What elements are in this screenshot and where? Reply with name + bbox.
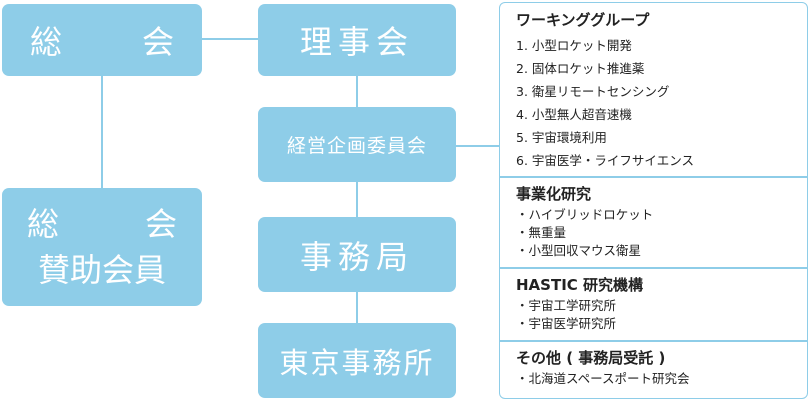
section-divider bbox=[500, 267, 807, 269]
connector-keiei-jimu bbox=[356, 182, 358, 217]
list-item: 5. 宇宙環境利用 bbox=[516, 130, 607, 145]
working-group-section: ワーキンググループ 1. 小型ロケット開発 2. 固体ロケット推進薬 3. 衛星… bbox=[500, 10, 807, 172]
secretariat-box: 事務局 bbox=[258, 217, 456, 292]
supporting-members-box: 総 会 賛助会員 bbox=[2, 188, 202, 306]
commercialization-section: 事業化研究 ・ハイブリッドロケット ・無重量 ・小型回収マウス衛星 bbox=[500, 184, 807, 260]
list-item: 3. 衛星リモートセンシング bbox=[516, 84, 670, 99]
supporting-members-label-2: 会 bbox=[144, 205, 177, 243]
board-of-directors-box: 理事会 bbox=[258, 4, 456, 76]
other-section: その他 ( 事務局受託 ) ・北海道スペースポート研究会 bbox=[500, 348, 807, 388]
connector-riji-keiei bbox=[356, 76, 358, 107]
list-item: 2. 固体ロケット推進薬 bbox=[516, 61, 645, 76]
connector-soukai-sanjo bbox=[101, 76, 103, 188]
list-item: 6. 宇宙医学・ライフサイエンス bbox=[516, 153, 695, 168]
section-title: HASTIC 研究機構 bbox=[516, 276, 644, 294]
list-item: 4. 小型無人超音速機 bbox=[516, 107, 632, 122]
secretariat-label: 事務局 bbox=[299, 237, 414, 276]
section-divider bbox=[500, 340, 807, 342]
list-item: ・無重量 bbox=[516, 225, 567, 240]
connector-keiei-panel bbox=[456, 145, 499, 147]
list-item: 1. 小型ロケット開発 bbox=[516, 38, 632, 53]
list-item: ・宇宙工学研究所 bbox=[516, 298, 617, 313]
supporting-members-label-3: 賛助会員 bbox=[37, 251, 166, 289]
list-item: ・ハイブリッドロケット bbox=[516, 207, 654, 222]
supporting-members-label-1: 総 bbox=[27, 205, 60, 243]
activities-panel: ワーキンググループ 1. 小型ロケット開発 2. 固体ロケット推進薬 3. 衛星… bbox=[499, 2, 808, 399]
general-meeting-box: 総 会 bbox=[2, 4, 202, 76]
general-meeting-label-1: 総 bbox=[30, 23, 63, 61]
list-item: ・宇宙医学研究所 bbox=[516, 316, 617, 331]
section-divider bbox=[500, 176, 807, 178]
hastic-section: HASTIC 研究機構 ・宇宙工学研究所 ・宇宙医学研究所 bbox=[500, 275, 807, 333]
board-of-directors-label: 理事会 bbox=[299, 23, 414, 61]
list-item: ・小型回収マウス衛星 bbox=[516, 243, 642, 258]
supporting-members-row1: 総 会 bbox=[27, 201, 177, 247]
planning-committee-label: 経営企画委員会 bbox=[286, 135, 427, 157]
list-item: ・北海道スペースポート研究会 bbox=[516, 371, 690, 386]
connector-jimu-tokyo bbox=[356, 292, 358, 323]
section-title: その他 ( 事務局受託 ) bbox=[516, 349, 666, 367]
planning-committee-box: 経営企画委員会 bbox=[258, 107, 456, 182]
general-meeting-label-2: 会 bbox=[141, 23, 174, 61]
connector-soukai-riji bbox=[202, 38, 258, 40]
section-title: 事業化研究 bbox=[516, 185, 592, 203]
section-title: ワーキンググループ bbox=[516, 11, 650, 29]
tokyo-office-box: 東京事務所 bbox=[258, 323, 456, 398]
tokyo-office-label: 東京事務所 bbox=[279, 345, 435, 380]
